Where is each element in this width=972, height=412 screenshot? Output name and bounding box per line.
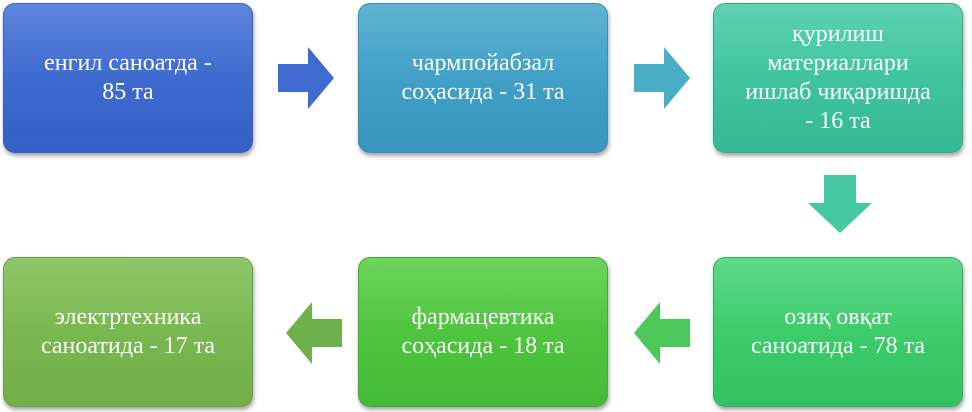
node-leather-footwear-label: чармпойабзал соҳасида - 31 та bbox=[401, 50, 565, 105]
node-light-industry-label: енгил саноатда - 85 та bbox=[44, 50, 212, 105]
node-food-industry-label: озиқ овқат саноатида - 78 та bbox=[750, 304, 926, 359]
arrow-right-icon bbox=[278, 47, 334, 109]
node-light-industry: енгил саноатда - 85 та bbox=[3, 3, 253, 153]
node-electrical-engineering-label: электртехника саноатида - 17 та bbox=[40, 304, 216, 359]
node-electrical-engineering: электртехника саноатида - 17 та bbox=[3, 257, 253, 407]
arrow-down-icon bbox=[808, 175, 872, 233]
arrow-right-icon bbox=[634, 47, 690, 109]
node-pharmaceutics: фармацевтика соҳасида - 18 та bbox=[358, 257, 608, 407]
arrow-left-icon bbox=[286, 302, 342, 364]
node-construction-materials: қурилиш материаллари ишлаб чиқаришда - 1… bbox=[713, 3, 963, 153]
arrow-left-icon bbox=[634, 302, 690, 364]
node-construction-materials-label: қурилиш материаллари ишлаб чиқаришда - 1… bbox=[745, 21, 931, 134]
node-leather-footwear: чармпойабзал соҳасида - 31 та bbox=[358, 3, 608, 153]
node-food-industry: озиқ овқат саноатида - 78 та bbox=[713, 257, 963, 407]
node-pharmaceutics-label: фармацевтика соҳасида - 18 та bbox=[401, 304, 565, 359]
